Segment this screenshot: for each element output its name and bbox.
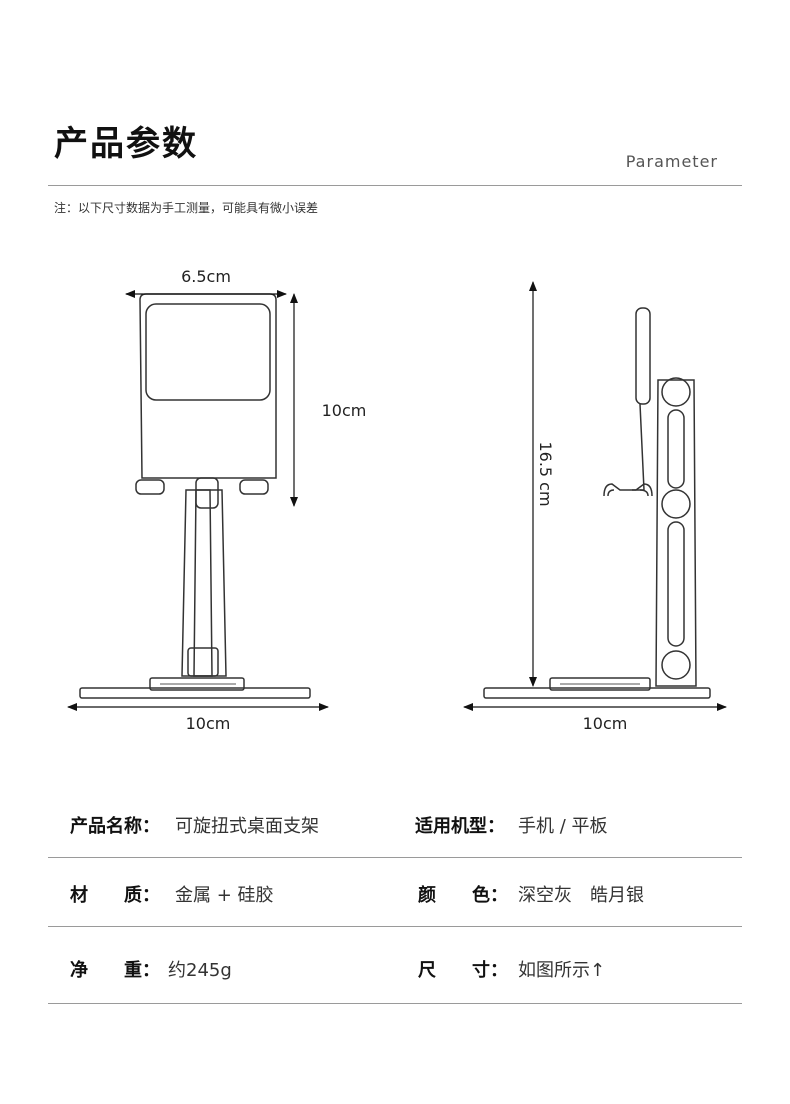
product-dimension-drawing: 6.5cm 10cm 10cm 16.5 cm 10cm	[67, 267, 727, 733]
size-label: 尺 寸：	[418, 960, 508, 981]
side-view-stand	[483, 307, 711, 699]
product-name-value: 可旋扭式桌面支架	[175, 816, 319, 837]
spec-divider	[48, 1003, 742, 1004]
header-divider	[48, 185, 742, 186]
side-base-label: 10cm	[583, 714, 628, 733]
color-value: 深空灰 皓月银	[518, 885, 644, 906]
side-height-label: 16.5 cm	[536, 441, 555, 506]
material-value: 金属 + 硅胶	[175, 885, 274, 906]
compatible-model-label: 适用机型：	[415, 816, 505, 837]
color-label: 颜 色：	[418, 885, 508, 906]
front-height-label: 10cm	[322, 401, 367, 420]
spec-divider	[48, 926, 742, 927]
size-value: 如图所示↑	[518, 960, 606, 981]
front-width-label: 6.5cm	[181, 267, 231, 286]
compatible-model-value: 手机 / 平板	[518, 816, 608, 837]
weight-value: 约245g	[168, 960, 232, 981]
front-view-stand	[79, 293, 311, 699]
page-subtitle: Parameter	[625, 152, 718, 171]
spec-divider	[48, 857, 742, 858]
weight-label: 净 重：	[70, 960, 160, 981]
measurement-note: 注：以下尺寸数据为手工测量，可能具有微小误差	[54, 201, 319, 215]
material-label: 材 质：	[70, 885, 160, 906]
front-base-label: 10cm	[186, 714, 231, 733]
page-title: 产品参数	[54, 124, 198, 164]
product-name-label: 产品名称：	[70, 816, 160, 837]
